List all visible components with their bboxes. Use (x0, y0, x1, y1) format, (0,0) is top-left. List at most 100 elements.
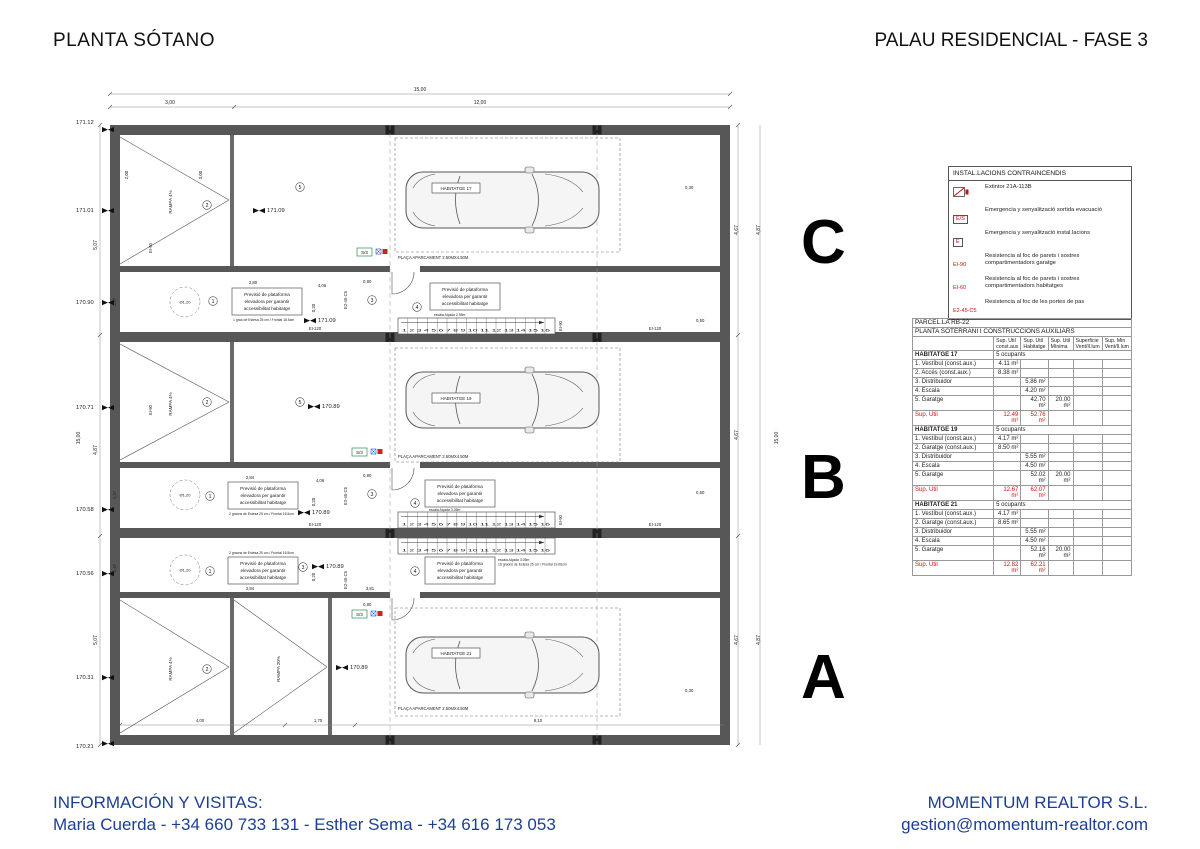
legend-text: Resistencia al foc de parets i sostres c… (985, 252, 1080, 266)
table-row: 2. Accés (const.aux.)8.38 m² (911, 368, 1133, 378)
legend-text: Emergencia y senyalització sortida evacu… (985, 206, 1102, 213)
parking-label: PLAÇA APARCAMENT 2.50MX4.50M (398, 255, 469, 260)
unit-label-b: B (801, 443, 846, 512)
wall-rating-labels: EI-120 EI-120 EI-120 EI-120 EI-90 EI-90 (148, 242, 662, 527)
keynote-1: 1 (208, 296, 218, 306)
dim-label: 0,30 (685, 185, 694, 190)
project-title: PALAU RESIDENCIAL - FASE 3 (874, 30, 1148, 51)
table-row: 2. Garatge (const.aux.)8.65 m² (911, 518, 1133, 528)
legend-row: E/S Emergencia y senyalització sortida e… (949, 204, 1131, 227)
keynotes: 2 5 1 3 4 2 5 1 3 4 1 3 4 2 (202, 182, 422, 674)
legend-text: Resistencia al foc de parets i sostres c… (985, 275, 1080, 289)
dim-label: 4,87 (93, 445, 99, 455)
table-subtitle: PLANTA SOTERRANI I CONSTRUCCIONS AUXILIA… (912, 327, 1132, 337)
legend-row: E2-45-C5 Resistencia al foc de les porte… (949, 296, 1131, 319)
footer-contacts: Maria Cuerda - +34 660 733 131 - Esther … (53, 815, 556, 834)
elevation-label: 170.21 (76, 744, 94, 750)
table-title-row: PLANTA SOTERRANI I CONSTRUCCIONS AUXILIA… (912, 327, 1132, 337)
door-rating-label: E2-45-C5 (343, 570, 348, 589)
legend-text: Emergencia y senyalització instal.lacion… (985, 229, 1091, 236)
ei90-symbol: EI-90 (953, 253, 985, 271)
legend-symbol: EI-60 (953, 284, 967, 291)
ramp-c: RAMPA 4% 2,00 3,00 (119, 136, 230, 265)
parking-c: HABITATGE 17 PLAÇA APARCAMENT 2.50MX4.50… (394, 137, 621, 260)
svg-text:2: 2 (206, 400, 209, 406)
legend-text: Resistencia al foc de les portes de pas (985, 298, 1085, 305)
parking-label: PLAÇA APARCAMENT 2.50MX4.50M (398, 706, 469, 711)
keynote-2: 2 (202, 397, 212, 407)
keynote-3: 3 (367, 295, 377, 305)
dim-label: 5,07 (93, 635, 99, 645)
dim-label: 15,00 (76, 432, 82, 445)
elevation-label: 170.31 (76, 675, 94, 681)
dim-label: 1,47 (112, 297, 117, 306)
elevation-label: 170.89 (350, 665, 368, 671)
strip-c: 1 graó de Estesa 25 cm / Frontal 18.5cm … (169, 247, 563, 335)
ramp-b: RAMPA 4% (119, 343, 230, 461)
dim-label: 0,20 (311, 303, 316, 312)
keynote-1: 1 (205, 566, 215, 576)
stair-spec-line2: 16 graons de Estesa 25 cm / Frontal 19.0… (498, 563, 567, 567)
table-title: PARCEL.LA RB-22 (912, 318, 1132, 328)
wall-rating-label: EI-90 (148, 404, 153, 415)
elevation-label: 171.12 (76, 120, 94, 126)
wall-rating-label: EI-120 (649, 326, 662, 331)
dim-label: 5,07 (93, 240, 99, 250)
areas-data-table: PARCEL.LA RB-22 PLANTA SOTERRANI I CONST… (911, 318, 1133, 576)
dimension-lines: 15,00 3,00 12,00 5,07 4,87 5,07 15,00 1,… (76, 87, 780, 748)
keynote-4: 4 (410, 566, 420, 576)
legend-title: INSTAL.LACIONS CONTRAINCENDIS (949, 167, 1131, 181)
dim-label: 0,80 (363, 279, 372, 284)
elevation-label: 171.01 (76, 208, 94, 214)
svg-text:5: 5 (299, 185, 302, 191)
dim-label: 15,00 (774, 432, 780, 445)
svg-text:4: 4 (414, 569, 417, 575)
areas-panel: PARCEL.LA RB-22 PLANTA SOTERRANI I CONST… (911, 318, 1133, 576)
door-rating-label: E2-45-C5 (343, 290, 348, 309)
dim-label: 3,00 (198, 170, 203, 179)
unit-label-c: C (801, 208, 846, 277)
ramp-label: RAMPA 20% (276, 656, 281, 682)
dim-label: 0,30 (685, 688, 694, 693)
unit-label-a: A (801, 643, 846, 712)
dim-label: 1,47 (112, 563, 117, 572)
keynote-5: 5 (295, 182, 305, 192)
dim-label: 0,50 (696, 318, 705, 323)
svg-text:2: 2 (206, 203, 209, 209)
dim-label: 4,06 (318, 283, 327, 288)
dim-label: 2,80 (249, 280, 258, 285)
room-label: HABITATGE 17 (440, 186, 472, 191)
wall-rating-label: EI-90 (558, 320, 563, 331)
svg-text:1: 1 (209, 494, 212, 500)
platform-steps-note: 2 graons de Estesa 25 cm / Frontal 16.5c… (229, 551, 294, 555)
table-row: 1. Vestíbul (const.aux.)4.17 m² (911, 509, 1133, 519)
svg-text:3: 3 (302, 565, 305, 571)
dim-label: 2,84 (246, 475, 255, 480)
table-row: 1. Vestíbul (const.aux.)4.17 m² (911, 434, 1133, 444)
dim-label: 4,00 (196, 718, 205, 723)
floor-plan: 1 2 3 4 5 6 7 8 9 10 11 12 13 14 15 16 P… (76, 87, 780, 750)
table-row: 1. Vestíbul (const.aux.)4.11 m² (911, 359, 1133, 369)
dim-label: 0,80 (363, 602, 372, 607)
legend-row: EI-60 Resistencia al foc de parets i sos… (949, 273, 1131, 296)
parking-label: PLAÇA APARCAMENT 2.50MX4.50M (398, 454, 469, 459)
svg-text:1: 1 (212, 299, 215, 305)
wall-rating-label: EI-90 (558, 514, 563, 525)
dim-label: 0,50 (696, 490, 705, 495)
svg-text:2: 2 (206, 667, 209, 673)
dim-label: 3,00 (165, 100, 175, 106)
platform-steps-note: 2 graons de Estesa 25 cm / Frontal 16.5c… (229, 512, 294, 516)
svg-text:3: 3 (371, 298, 374, 304)
room-label: HABITATGE 19 (440, 396, 472, 401)
keynote-2: 2 (202, 664, 212, 674)
exit-sign-icon: E/S (953, 207, 985, 225)
footer-company: MOMENTUM REALTOR S.L. (927, 793, 1148, 812)
